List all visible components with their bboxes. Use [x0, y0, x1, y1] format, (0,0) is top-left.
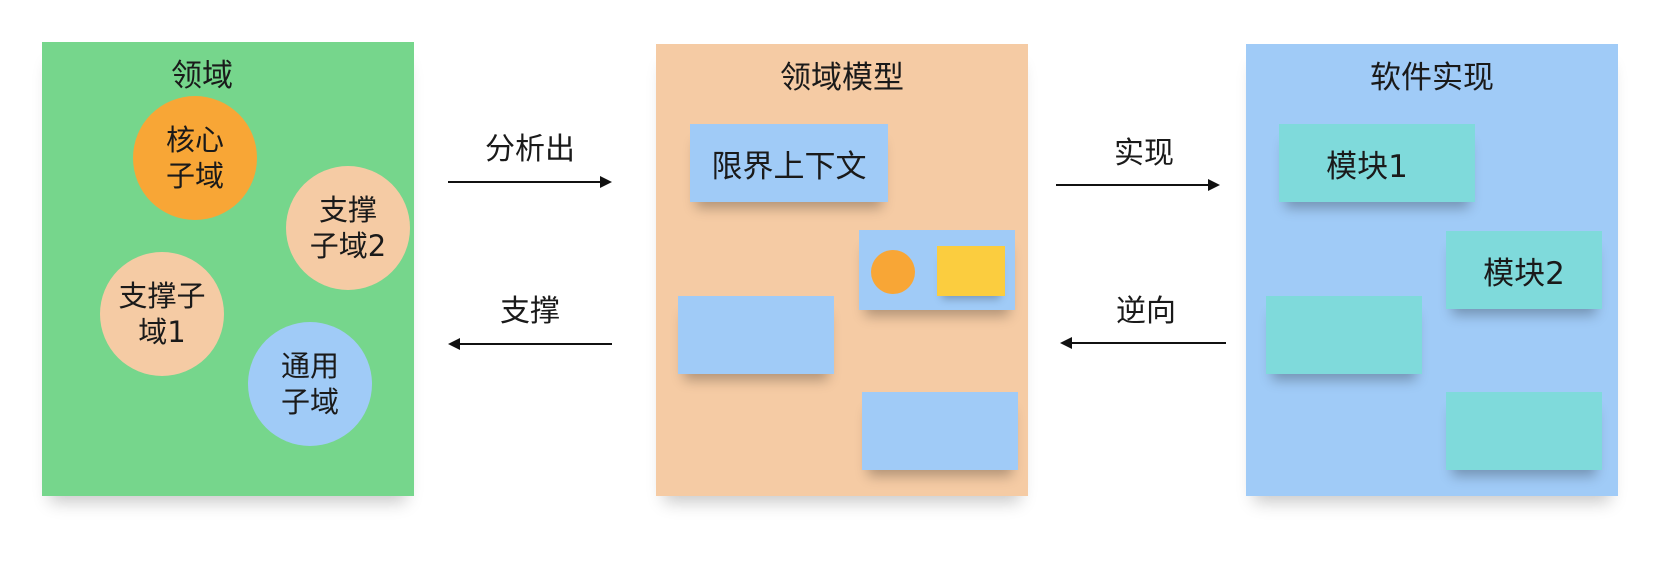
domain-model-title: 领域模型	[780, 60, 904, 96]
arrow-label-support: 支撑	[500, 294, 560, 329]
domain-title: 领域	[171, 58, 233, 94]
context-note-left	[678, 296, 834, 374]
module-1-note: 模块1	[1279, 124, 1475, 202]
arrow-label-reverse: 逆向	[1116, 294, 1176, 329]
core-subdomain-circle: 核心 子域	[133, 96, 257, 220]
yellow-block	[937, 246, 1005, 296]
generic-subdomain-label: 通用 子域	[280, 349, 339, 419]
generic-subdomain-circle: 通用 子域	[248, 322, 372, 446]
software-implementation-title: 软件实现	[1370, 60, 1494, 96]
support-subdomain-2-label: 支撑 子域2	[309, 193, 387, 263]
bounded-context-note: 限界上下文	[690, 124, 888, 202]
arrow-label-implement: 实现	[1114, 136, 1174, 171]
domain-model-panel: 领域模型 限界上下文	[656, 44, 1028, 496]
module-note-left	[1266, 296, 1422, 374]
domain-panel: 领域 核心 子域 支撑 子域2 支撑子 域1 通用 子域	[42, 42, 414, 496]
support-subdomain-1-circle: 支撑子 域1	[100, 252, 224, 376]
core-subdomain-label: 核心 子域	[165, 123, 224, 193]
support-subdomain-2-circle: 支撑 子域2	[286, 166, 410, 290]
support-subdomain-1-label: 支撑子 域1	[118, 279, 206, 349]
bounded-context-label: 限界上下文	[711, 148, 867, 185]
orange-dot	[871, 250, 915, 294]
module-2-label: 模块2	[1483, 255, 1565, 292]
module-note-bottom	[1446, 392, 1602, 470]
arrow-label-analyze: 分析出	[485, 132, 575, 167]
software-implementation-panel: 软件实现 模块1 模块2	[1246, 44, 1618, 496]
module-1-label: 模块1	[1326, 148, 1408, 185]
module-2-note: 模块2	[1446, 231, 1602, 309]
context-note-bottom	[862, 392, 1018, 470]
context-map-note	[859, 230, 1015, 310]
